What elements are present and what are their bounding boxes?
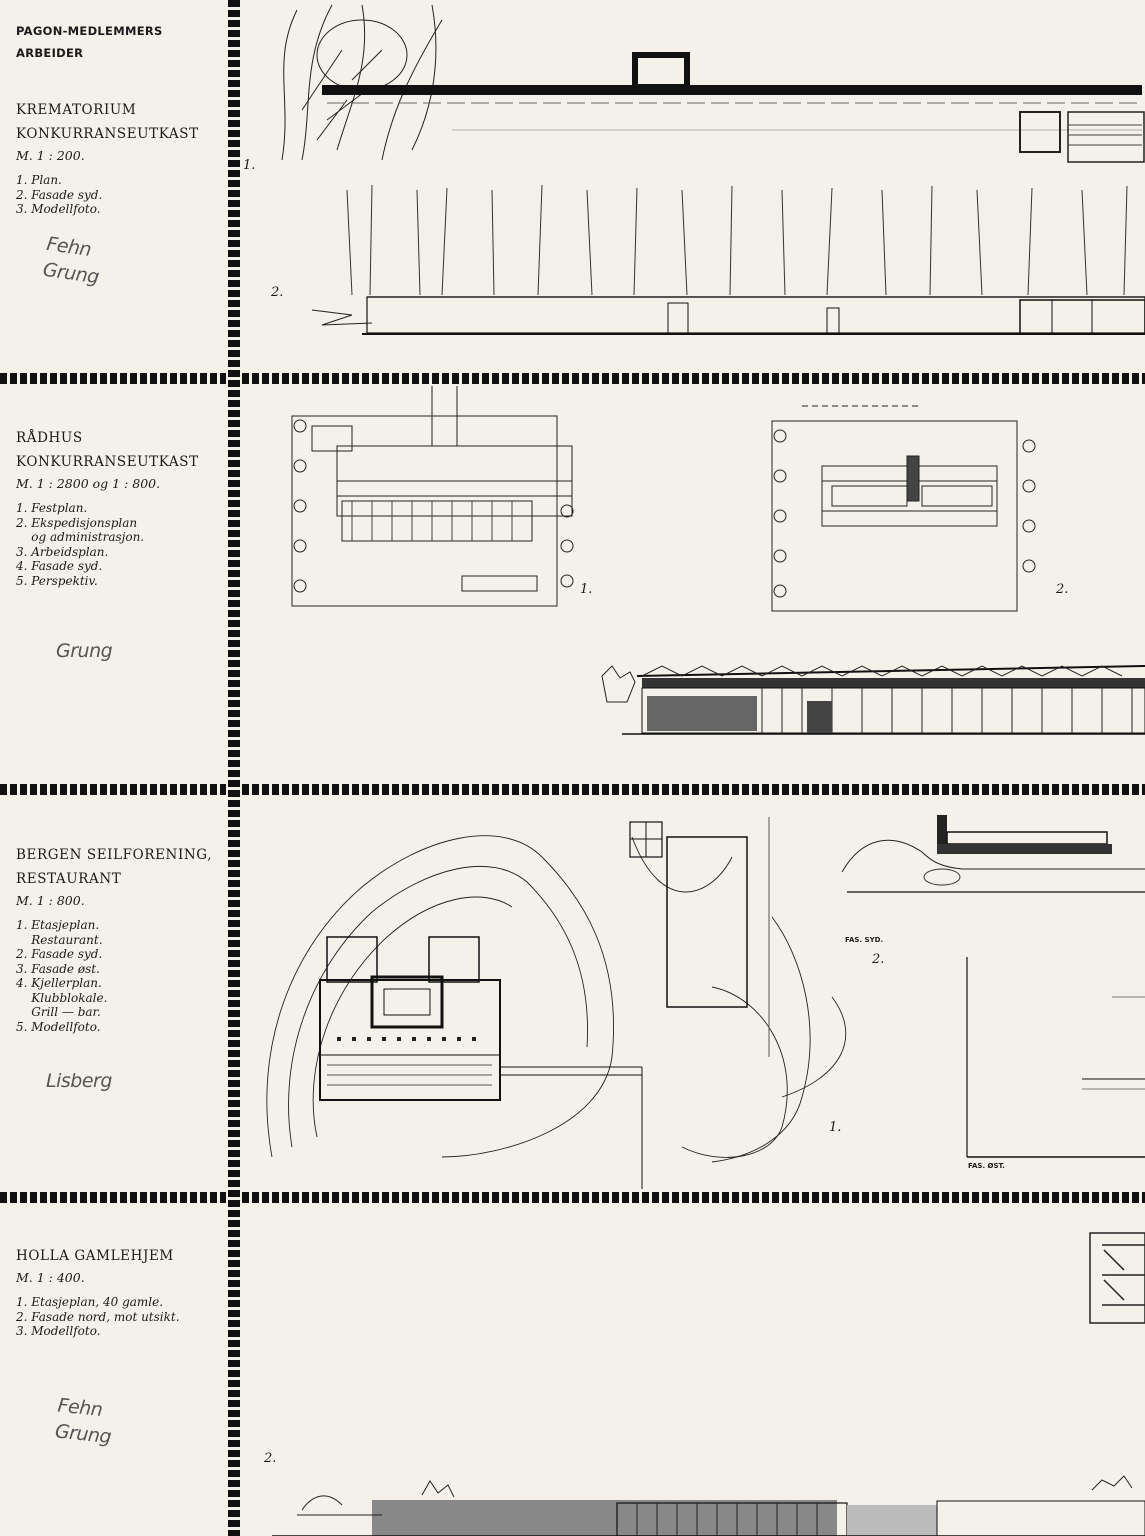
page-header: PAGON-MEDLEMMERS ARBEIDER [16,20,221,64]
figure-label: 1. [243,158,256,173]
plan-wall [322,85,1142,95]
list-item: 4. Fasade syd. [16,559,103,573]
list-item: 5. Modellfoto. [16,1019,101,1034]
list-item: 3. Fasade øst. [16,961,100,976]
list-item: 1. Plan. [16,173,62,187]
list-item: 3. Arbeidsplan. [16,544,109,559]
section-title: KONKURRANSEUTKAST [16,454,199,470]
boathouse-plan [666,836,748,1008]
section-krematorium: KREMATORIUM KONKURRANSEUTKAST M. 1 : 200… [16,98,221,295]
handwritten-note: Fehn Grung [41,232,101,288]
handwritten-note: Grung [56,640,113,662]
figure-label: 2. [271,285,284,300]
drawing-label-fas-syd: FAS. SYD. [845,936,884,944]
section-title: RESTAURANT [16,871,122,887]
facade-nord [272,1475,1145,1536]
section-title: BERGEN SEILFORENING, [16,847,213,863]
header-line-2: ARBEIDER [16,46,84,60]
section-title: KONKURRANSEUTKAST [16,126,199,142]
vertical-divider [228,0,240,1536]
item-list: 1. Festplan. 2. Ekspedisjonsplan og admi… [16,501,221,588]
list-item: 1. Etasjeplan, 40 gamle. [16,1295,164,1309]
item-list: 1. Etasjeplan. Restaurant. 2. Fasade syd… [16,918,221,1034]
list-item: 2. Ekspedisjonsplan [16,515,138,530]
krematorium-drawings [281,4,1145,335]
figure-label: 1. [829,1120,842,1135]
divider-2-left [0,784,226,795]
list-item: Klubblokale. [16,990,108,1005]
divider-1-right [242,373,1145,384]
list-item: 2. Fasade nord, mot utsikt. [16,1309,180,1324]
seilforening-drawings [266,815,1145,1189]
section-scale: M. 1 : 800. [16,893,85,908]
radhus-facade [601,665,1145,735]
handwritten-note: Lisberg [46,1070,112,1092]
list-item: 3. Modellfoto. [16,1324,101,1338]
list-item: 2. Fasade syd. [16,187,103,202]
facade-trees [346,184,1128,296]
divider-1-left [0,373,226,384]
facade-ost [966,957,1145,1158]
list-item: 3. Modellfoto. [16,202,101,216]
list-item: Restaurant. [16,932,103,947]
restaurant-plan [319,936,643,1189]
figure-label: 2. [264,1451,277,1466]
header-line-1: PAGON-MEDLEMMERS [16,24,163,38]
list-item: Grill — bar. [16,1005,101,1019]
section-title: KREMATORIUM [16,102,137,118]
divider-3-right [242,1192,1145,1203]
section-title: HOLLA GAMLEHJEM [16,1248,174,1264]
list-item: 1. Festplan. [16,501,88,515]
list-item: og administrasjon. [16,530,145,544]
list-item: 2. Fasade syd. [16,947,103,961]
radhus-plan-1 [291,386,574,607]
figure-label: 1. [580,582,593,597]
divider-2-right [242,784,1145,795]
section-title: RÅDHUS [16,430,83,446]
list-item: 5. Perspektiv. [16,573,98,588]
figure-label: 2. [872,952,885,967]
section-bergen-seilforening: BERGEN SEILFORENING, RESTAURANT M. 1 : 8… [16,843,221,1094]
section-radhus: RÅDHUS KONKURRANSEUTKAST M. 1 : 2800 og … [16,426,221,664]
handwritten-note: Fehn Grung [53,1394,113,1448]
contour-lines [266,835,847,1163]
section-holla-gamlehjem: HOLLA GAMLEHJEM M. 1 : 400. 1. Etasjepla… [16,1244,221,1453]
radhus-plan-2 [771,405,1036,612]
section-scale: M. 1 : 200. [16,148,85,163]
list-item: 1. Etasjeplan. [16,918,100,932]
list-item: 4. Kjellerplan. [16,976,102,990]
figure-label: 2. [1056,582,1069,597]
gamlehjem-plan-fragment [1089,1232,1145,1324]
divider-3-left [0,1192,226,1203]
drawing-label-fas-ost: FAS. ØST. [968,1162,1005,1170]
item-list: 1. Etasjeplan, 40 gamle. 2. Fasade nord,… [16,1295,221,1339]
facade-syd [841,815,1145,893]
section-scale: M. 1 : 400. [16,1270,85,1285]
tree-sketch [281,4,443,161]
gamlehjem-drawings [272,1232,1145,1536]
radhus-drawings [291,386,1145,735]
item-list: 1. Plan. 2. Fasade syd. 3. Modellfoto. [16,173,221,217]
section-scale: M. 1 : 2800 og 1 : 800. [16,476,161,491]
